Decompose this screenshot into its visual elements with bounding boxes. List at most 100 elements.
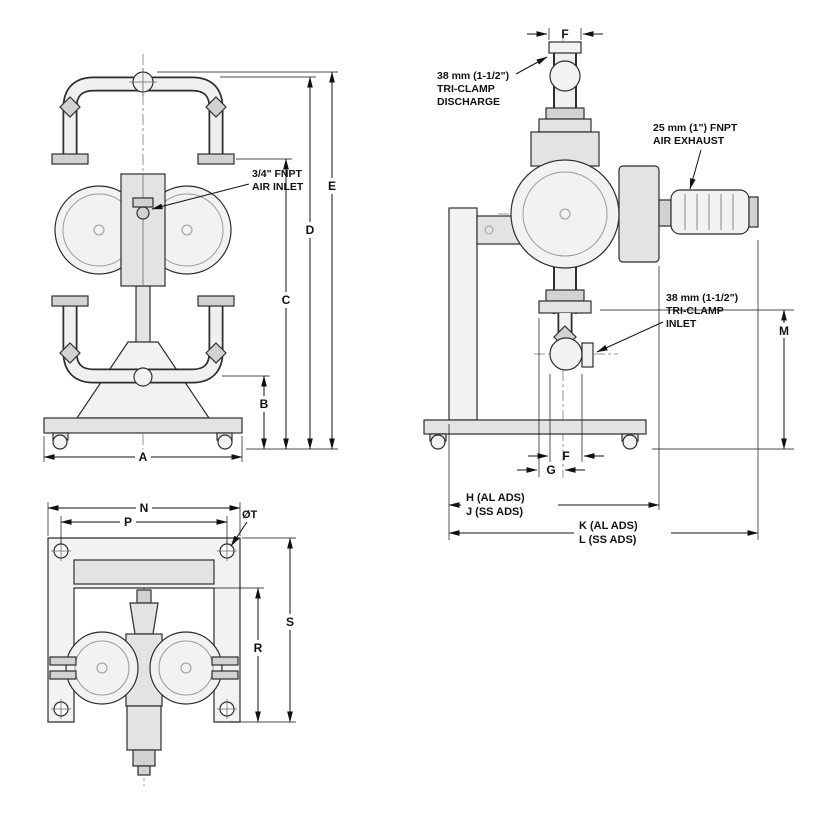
- chamber-hub: [96, 662, 108, 674]
- clamp-icon: [59, 96, 81, 118]
- side-inlet-flange: [538, 300, 592, 314]
- dim-label-s: S: [286, 615, 294, 629]
- discharge-callout: 38 mm (1-1/2") TRI-CLAMP DISCHARGE: [437, 56, 548, 108]
- dim-label-h: H (AL ADS): [466, 492, 525, 504]
- side-inlet-ferrule: [581, 342, 594, 368]
- dim-label-d: D: [306, 223, 315, 237]
- label-bg: [282, 614, 298, 630]
- dim-label-f-top: F: [561, 27, 568, 41]
- side-left-foot: [430, 434, 446, 450]
- chamber-ring: [158, 640, 214, 696]
- dim-label-g: G: [546, 463, 555, 477]
- chamber-hub: [180, 662, 192, 674]
- front-air-inlet-fitting: [132, 197, 154, 208]
- label-bg: [250, 640, 266, 656]
- dim-label-f-bot: F: [562, 449, 569, 463]
- side-muffler: [670, 189, 750, 235]
- mount-hole-crosshairs: [51, 541, 237, 719]
- side-inlet-clamp-upper: [545, 289, 585, 302]
- chamber-ring: [74, 640, 130, 696]
- dim-label-r: R: [254, 641, 263, 655]
- side-bracket-bolt: [484, 225, 494, 235]
- label-bg: [120, 514, 136, 530]
- bottom-gearbox: [126, 705, 162, 751]
- discharge-callout-line-2: TRI-CLAMP: [437, 83, 495, 95]
- bottom-mount-plate: [73, 559, 215, 585]
- side-extension-lines: [448, 28, 794, 540]
- label-bg: [136, 500, 152, 516]
- side-chamber-hub: [559, 208, 571, 220]
- side-chamber-ring: [522, 171, 608, 257]
- side-base-plate: [423, 419, 647, 435]
- label-bg: [302, 222, 318, 238]
- label-bg: [135, 449, 151, 465]
- callout-leader: [515, 56, 548, 75]
- front-base-plate: [43, 417, 243, 434]
- dim-label-m: M: [779, 324, 789, 338]
- bottom-pump-upper-body: [129, 602, 159, 635]
- dim-label-e: E: [328, 179, 336, 193]
- dim-label-k: K (AL ADS): [579, 520, 638, 532]
- front-view: [43, 54, 243, 452]
- label-bg: [461, 489, 558, 520]
- bottom-right-chamber: [149, 631, 223, 705]
- dim-label-c: C: [282, 293, 291, 307]
- label-bg: [278, 292, 294, 308]
- inlet-callout: 38 mm (1-1/2") TRI-CLAMP INLET: [596, 292, 738, 353]
- inlet-callout-line-3: INLET: [666, 318, 697, 330]
- dim-label-t: ØT: [242, 509, 258, 521]
- bottom-clamp-ears: [49, 656, 239, 680]
- side-inlet-elbow: [549, 337, 583, 371]
- bottom-gearbox-foot: [137, 765, 151, 776]
- side-dimensions: F F G H (AL ADS) J (SS ADS) K (AL ADS) L…: [448, 27, 794, 548]
- bottom-dimensions: N P S R ØT: [47, 500, 298, 723]
- side-muffler-ribs: [684, 194, 734, 230]
- front-right-foot: [217, 434, 233, 450]
- front-air-inlet-port: [136, 206, 150, 220]
- clamp-icon: [205, 342, 227, 364]
- dim-label-n: N: [140, 501, 149, 515]
- dim-label-j: J (SS ADS): [466, 506, 523, 518]
- side-muffler-endcap: [748, 196, 759, 228]
- clamp-icon: [59, 342, 81, 364]
- label-bg: [256, 396, 272, 412]
- front-dimensions: A B C D E: [43, 71, 340, 465]
- air-inlet-callout-line-2: AIR INLET: [252, 181, 304, 193]
- chamber-outer: [149, 631, 223, 705]
- bottom-view: [47, 537, 241, 786]
- callout-leader: [230, 521, 248, 547]
- chamber-hub: [93, 224, 105, 236]
- side-exhaust-nipple: [658, 199, 672, 227]
- clamp-ear: [211, 670, 239, 680]
- callout-leader: [151, 183, 250, 210]
- inlet-callout-line-1: 38 mm (1-1/2"): [666, 292, 738, 304]
- clamp-band: [197, 295, 235, 307]
- front-air-inlet-callout: 3/4" FNPT AIR INLET: [151, 168, 304, 210]
- front-left-foot: [52, 434, 68, 450]
- air-inlet-callout-line-1: 3/4" FNPT: [252, 168, 302, 180]
- dim-label-l: L (SS ADS): [579, 534, 637, 546]
- bottom-extension-lines: [47, 502, 296, 723]
- side-stand-column: [448, 207, 478, 421]
- label-bg: [574, 517, 671, 548]
- clamp-ear: [211, 656, 239, 666]
- dim-label-b: B: [260, 397, 269, 411]
- dim-label-p: P: [124, 515, 132, 529]
- side-air-valve-body: [618, 165, 660, 263]
- clamp-band: [51, 295, 89, 307]
- discharge-callout-line-1: 38 mm (1-1/2"): [437, 70, 509, 82]
- exhaust-callout-line-2: AIR EXHAUST: [653, 135, 725, 147]
- chamber-hub: [181, 224, 193, 236]
- front-stand-column: [135, 285, 151, 347]
- side-discharge-ferrule: [548, 41, 582, 54]
- bottom-gearbox-lower: [132, 749, 156, 767]
- callout-leader: [689, 149, 702, 190]
- callout-leader: [596, 321, 664, 353]
- discharge-callout-line-3: DISCHARGE: [437, 96, 500, 108]
- front-inlet-port: [133, 367, 153, 387]
- side-right-foot: [622, 434, 638, 450]
- label-bg: [776, 323, 793, 338]
- inlet-callout-line-2: TRI-CLAMP: [666, 305, 724, 317]
- side-view: [423, 30, 759, 478]
